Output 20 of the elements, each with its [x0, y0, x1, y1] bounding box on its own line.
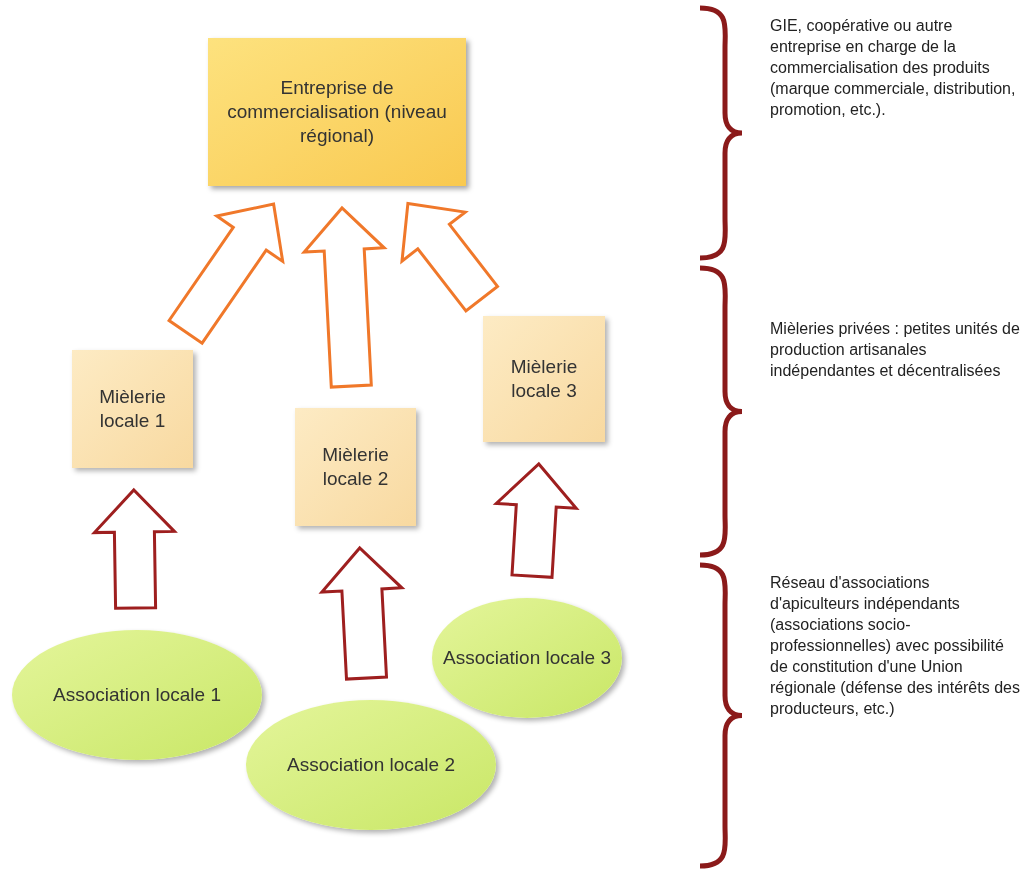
node-label: Association locale 2 [287, 753, 455, 777]
description-text: Réseau d'associations d'apiculteurs indépendants (associations socio-professionnelles) avec possibilité de constitution d'une Union régionale (défense des intérêts des producteurs, etc.) [770, 573, 1021, 719]
honey-house-box [483, 316, 605, 442]
block-arrow [167, 202, 285, 346]
node-label: Mièlerie locale 1 [98, 385, 167, 433]
node-label: Association locale 3 [443, 646, 611, 670]
honey-house-box [295, 408, 416, 526]
description-text: Mièleries privées : petites unités de production artisanales indépendantes et décentralisées [770, 319, 1021, 381]
node-label: Mièlerie locale 3 [509, 355, 579, 403]
block-arrow [400, 201, 500, 313]
node-label: Association locale 1 [53, 683, 221, 707]
honey-house-box [72, 350, 193, 468]
description-text: GIE, coopérative ou autre entreprise en charge de la commercialisation des produits (marque commerciale, distribution, promotion, etc.). [770, 16, 1017, 120]
block-arrow [492, 461, 580, 579]
block-arrow [318, 545, 406, 681]
block-arrow [300, 205, 388, 389]
node-label: Mièlerie locale 2 [321, 443, 390, 491]
enterprise-box [208, 38, 466, 186]
block-arrow [90, 487, 178, 610]
node-label: Entreprise de commercialisation (niveau régional) [226, 76, 448, 148]
